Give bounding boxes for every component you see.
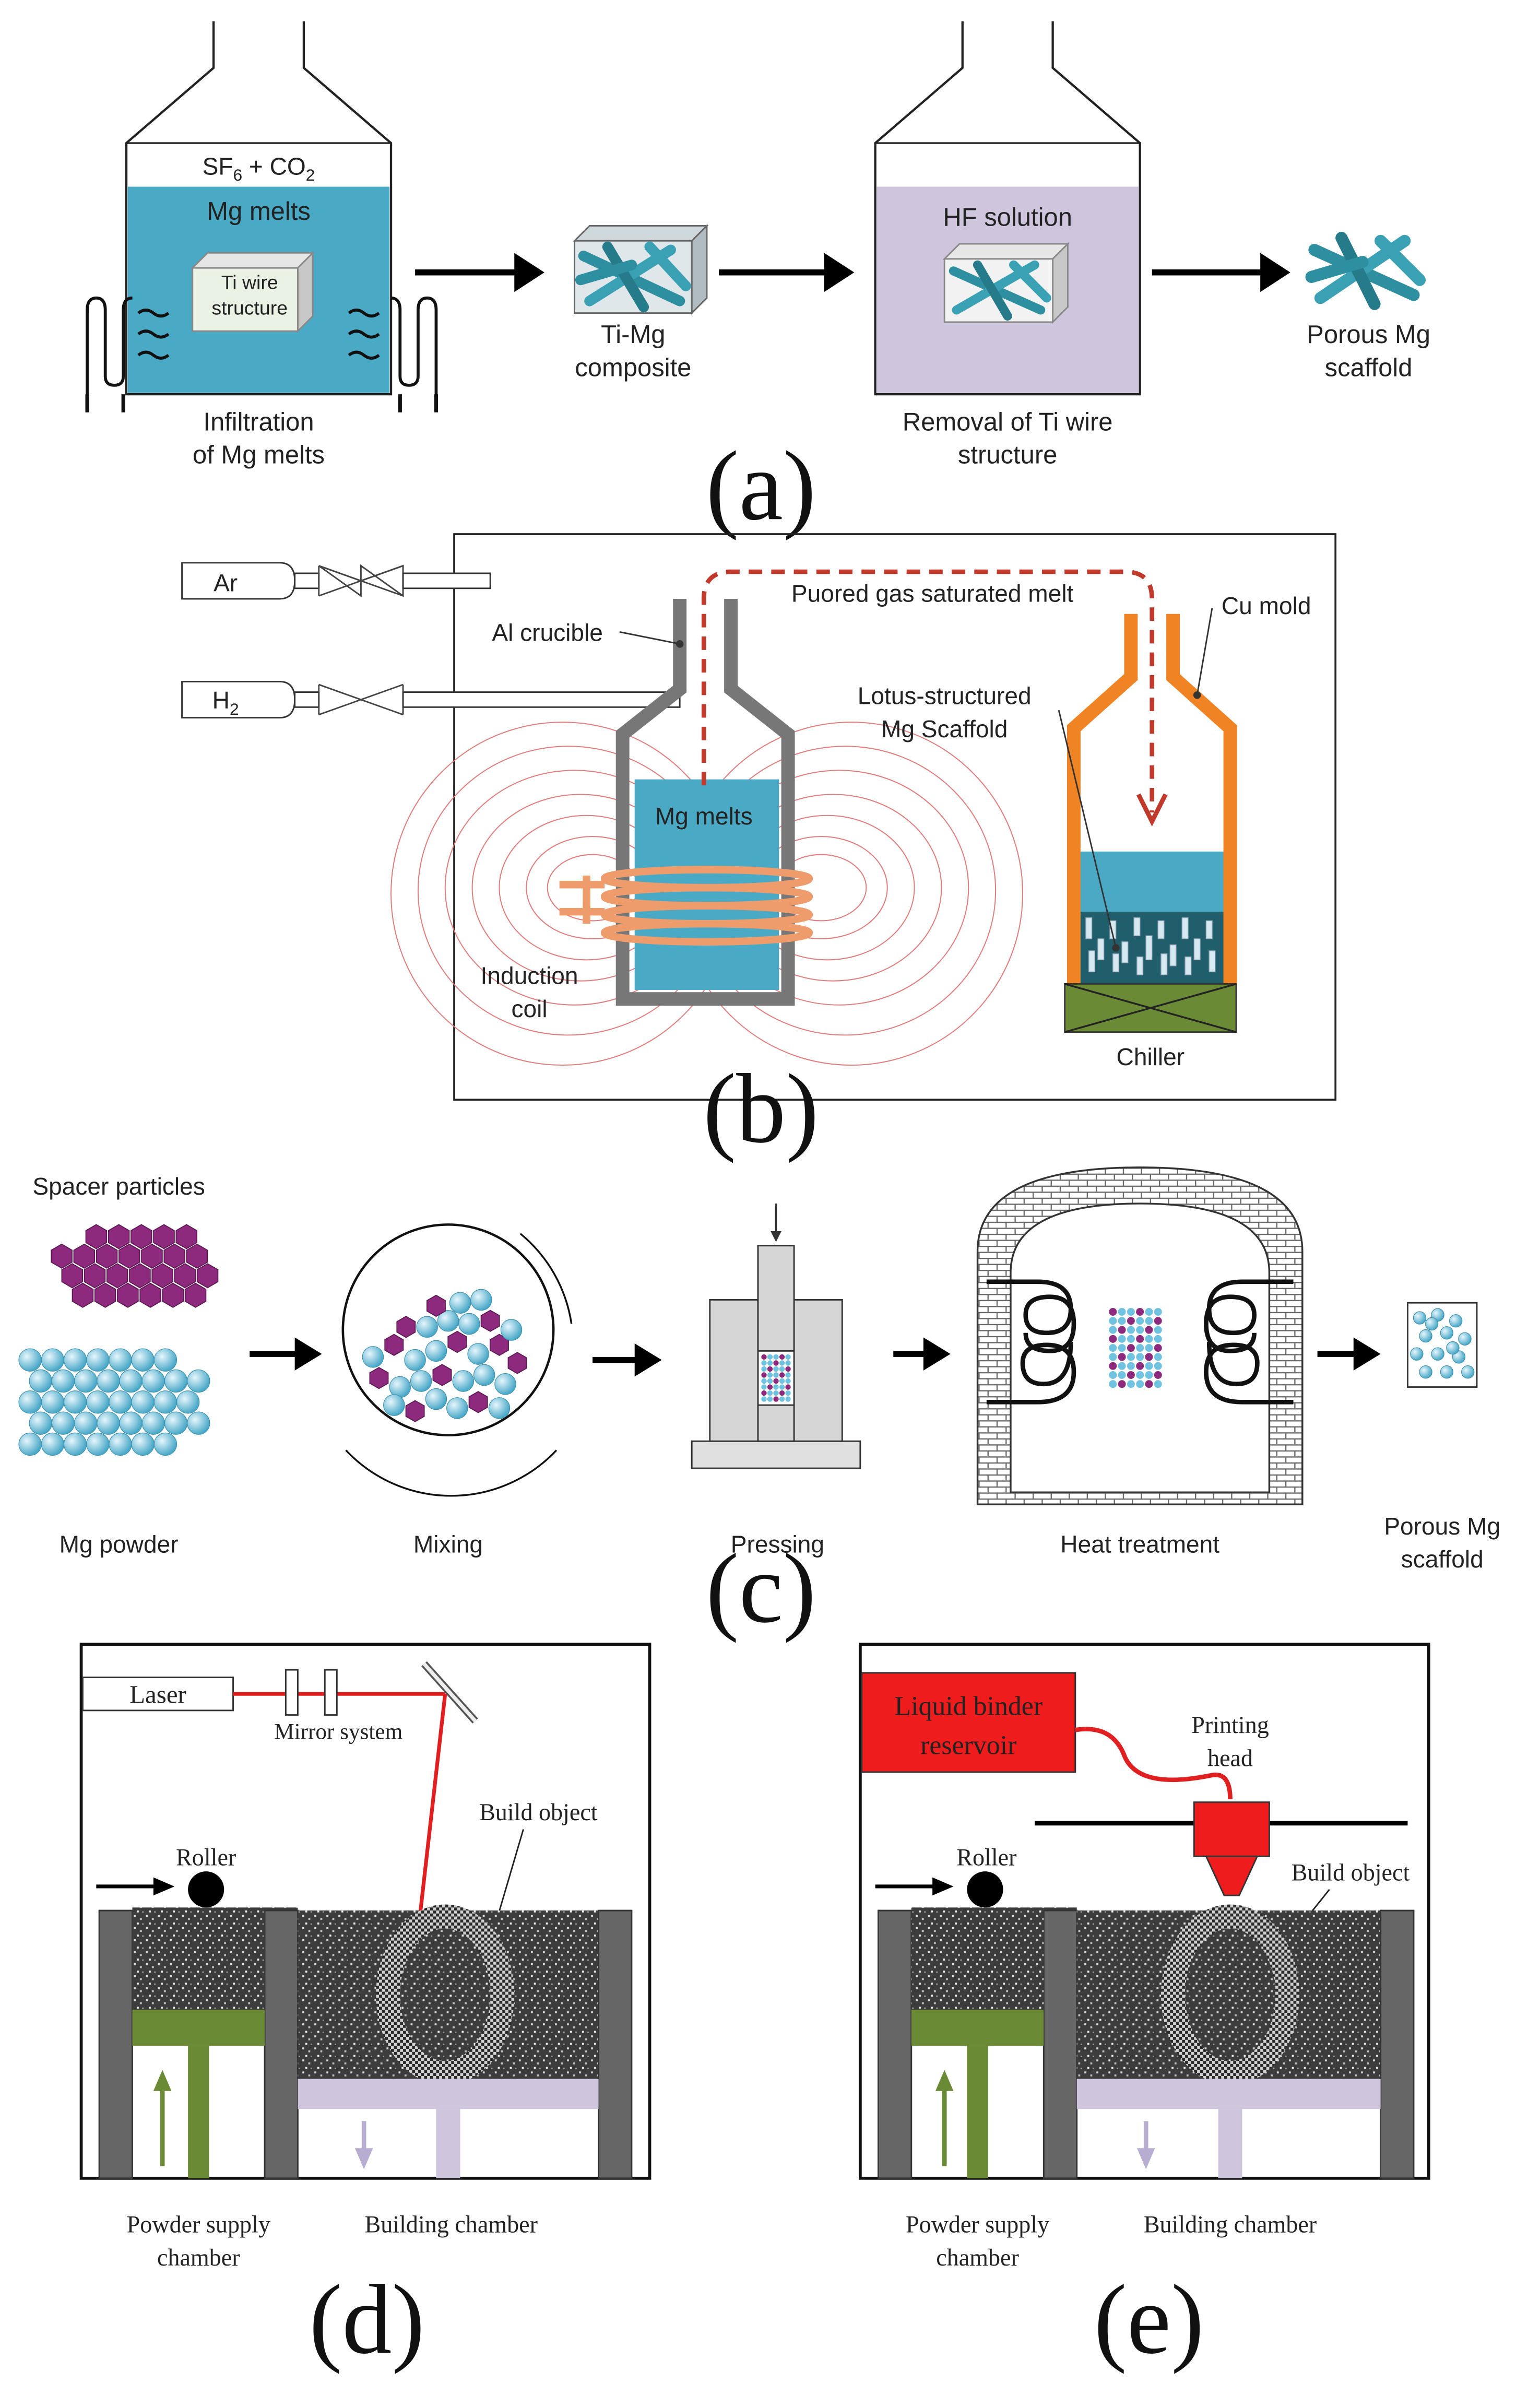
- porous-scaffold-icon-a: [1305, 232, 1426, 310]
- product-a-label-2: scaffold: [1325, 354, 1413, 382]
- arrow-c3: [893, 1337, 951, 1371]
- composite-label-2: composite: [575, 354, 691, 382]
- panel-c: Spacer particles Mg powder Mixing Pr: [18, 1166, 1500, 1644]
- ti-wire-block: Ti wire structure: [191, 251, 315, 333]
- product-c-label-1: Porous Mg: [1384, 1513, 1500, 1540]
- induction-coil: [559, 866, 813, 946]
- caption-d: (d): [309, 2265, 425, 2375]
- caption-c: (c): [706, 1534, 816, 1644]
- panel-d: Laser Mirror system Build object Roller …: [79, 1643, 651, 2375]
- caption-e: (e): [1094, 2265, 1204, 2375]
- coil-label-2: coil: [511, 995, 547, 1022]
- step2-label-1: Removal of Ti wire: [903, 408, 1113, 436]
- mixing-label: Mixing: [413, 1530, 483, 1558]
- arrow-c1: [250, 1337, 322, 1371]
- ti-wire-label-1: Ti wire: [221, 271, 278, 293]
- ti-mg-composite-icon: [573, 224, 709, 315]
- heater-right: [348, 296, 439, 412]
- arrow-c4: [1317, 1337, 1381, 1371]
- press: [691, 1204, 861, 1469]
- coil-label-1: Induction: [481, 962, 578, 989]
- e-roller-label: Roller: [956, 1844, 1016, 1871]
- e-build-label: Build object: [1292, 1859, 1410, 1885]
- spacer-particles: [51, 1224, 219, 1308]
- d-build-object: [376, 1904, 515, 2085]
- h2-label: H2: [212, 687, 239, 718]
- wire-block-in-hf: [942, 242, 1070, 324]
- caption-a: (a): [706, 431, 816, 541]
- furnace: [976, 1166, 1304, 1505]
- ar-gas-line: Ar: [181, 562, 491, 600]
- d-building-label: Building chamber: [365, 2211, 538, 2238]
- b-mg-melts-label: Mg melts: [655, 803, 753, 830]
- crucible-label: Al crucible: [492, 619, 603, 646]
- laser-label: Laser: [129, 1680, 186, 1708]
- mirror-label: Mirror system: [274, 1719, 402, 1744]
- panel-e-frame: [858, 1643, 1430, 2180]
- pour-label: Puored gas saturated melt: [791, 580, 1074, 607]
- d-powder-supply: [132, 1910, 265, 2010]
- e-supply-label-2: chamber: [936, 2244, 1019, 2271]
- d-roller: [188, 1871, 224, 1908]
- printing-head: [1193, 1801, 1270, 1857]
- mixing-drum: [341, 1223, 573, 1497]
- scaffold-label-1: Lotus-structured: [858, 682, 1032, 710]
- e-build-object: [1161, 1904, 1300, 2085]
- infiltration-vessel: SF6 + CO2 Mg melts Ti wire structure: [85, 21, 439, 469]
- heater-left: [85, 296, 170, 412]
- spacer-label: Spacer particles: [32, 1173, 205, 1200]
- arrow-a2: [719, 253, 855, 292]
- step1-label-2: of Mg melts: [193, 441, 325, 469]
- step2-label-2: structure: [958, 441, 1058, 469]
- ar-label: Ar: [214, 570, 238, 597]
- panel-b: Ar H2: [181, 533, 1337, 1164]
- e-building-label: Building chamber: [1144, 2211, 1317, 2238]
- chiller-label: Chiller: [1117, 1043, 1185, 1070]
- hf-solution-label: HF solution: [943, 203, 1072, 231]
- composite-label-1: Ti-Mg: [601, 321, 665, 349]
- e-roller: [967, 1871, 1003, 1908]
- mg-melts-label: Mg melts: [207, 197, 311, 226]
- e-powder-bed: [1076, 1910, 1381, 2079]
- arrow-a3: [1152, 253, 1290, 292]
- arrow-a1: [415, 253, 544, 292]
- d-build-label: Build object: [479, 1799, 598, 1825]
- panel-e: Liquid binder reservoir Printing head Bu…: [858, 1643, 1430, 2375]
- step1-label-1: Infiltration: [203, 408, 314, 436]
- d-supply-label-1: Powder supply: [127, 2211, 270, 2238]
- pressing-label: Pressing: [731, 1530, 824, 1558]
- binder-label-1: Liquid binder: [894, 1692, 1043, 1721]
- panel-d-frame: [79, 1643, 651, 2180]
- cu-mold: [1067, 614, 1237, 1000]
- mg-powder-particles: [18, 1348, 210, 1456]
- head-label-1: Printing: [1191, 1712, 1269, 1738]
- chiller: [1064, 983, 1237, 1033]
- caption-b: (b): [703, 1054, 819, 1164]
- heat-label: Heat treatment: [1060, 1530, 1219, 1558]
- porous-scaffold-icon-c: [1407, 1302, 1478, 1388]
- d-supply-label-2: chamber: [157, 2244, 240, 2271]
- e-supply-label-1: Powder supply: [906, 2211, 1049, 2238]
- panel-a: SF6 + CO2 Mg melts Ti wire structure: [85, 21, 1430, 541]
- panel-b-frame: [453, 533, 1337, 1101]
- d-powder-bed: [298, 1910, 602, 2079]
- arrow-c2: [593, 1343, 662, 1377]
- gas-label: SF6 + CO2: [203, 153, 315, 185]
- h2-gas-line: H2: [181, 680, 681, 718]
- scaffold-label-2: Mg Scaffold: [881, 715, 1008, 742]
- binder-reservoir: [861, 1672, 1076, 1773]
- product-c-label-2: scaffold: [1401, 1546, 1484, 1573]
- d-roller-label: Roller: [176, 1844, 236, 1871]
- ti-wire-label-2: structure: [211, 297, 288, 318]
- binder-tube: [1075, 1727, 1233, 1799]
- mg-powder-label: Mg powder: [60, 1530, 179, 1558]
- cu-mold-label: Cu mold: [1222, 592, 1311, 619]
- e-powder-supply: [911, 1910, 1044, 2010]
- head-label-2: head: [1207, 1744, 1253, 1771]
- hf-vessel: HF solution Removal of Ti wire structure: [874, 21, 1141, 469]
- product-a-label-1: Porous Mg: [1307, 321, 1430, 349]
- binder-label-2: reservoir: [920, 1730, 1016, 1760]
- pour-path: [701, 569, 1155, 813]
